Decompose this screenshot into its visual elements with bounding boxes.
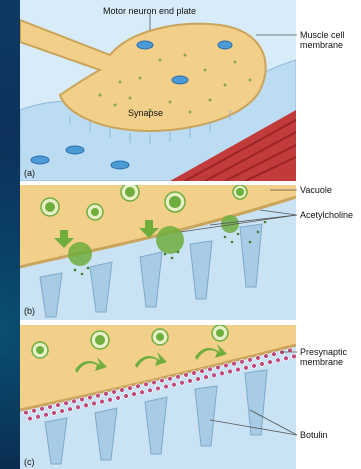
label-botulin: Botulin (300, 430, 328, 440)
label-presynaptic-membrane: Presynaptic membrane (300, 347, 361, 367)
label-muscle-cell-membrane: Muscle cell membrane (300, 30, 361, 50)
label-synapse: Synapse (128, 108, 163, 118)
label-acetylcholine: Acetylcholine (300, 210, 353, 220)
label-vacuole: Vacuole (300, 185, 332, 195)
label-motor-neuron-end-plate: Motor neuron end plate (103, 6, 196, 16)
